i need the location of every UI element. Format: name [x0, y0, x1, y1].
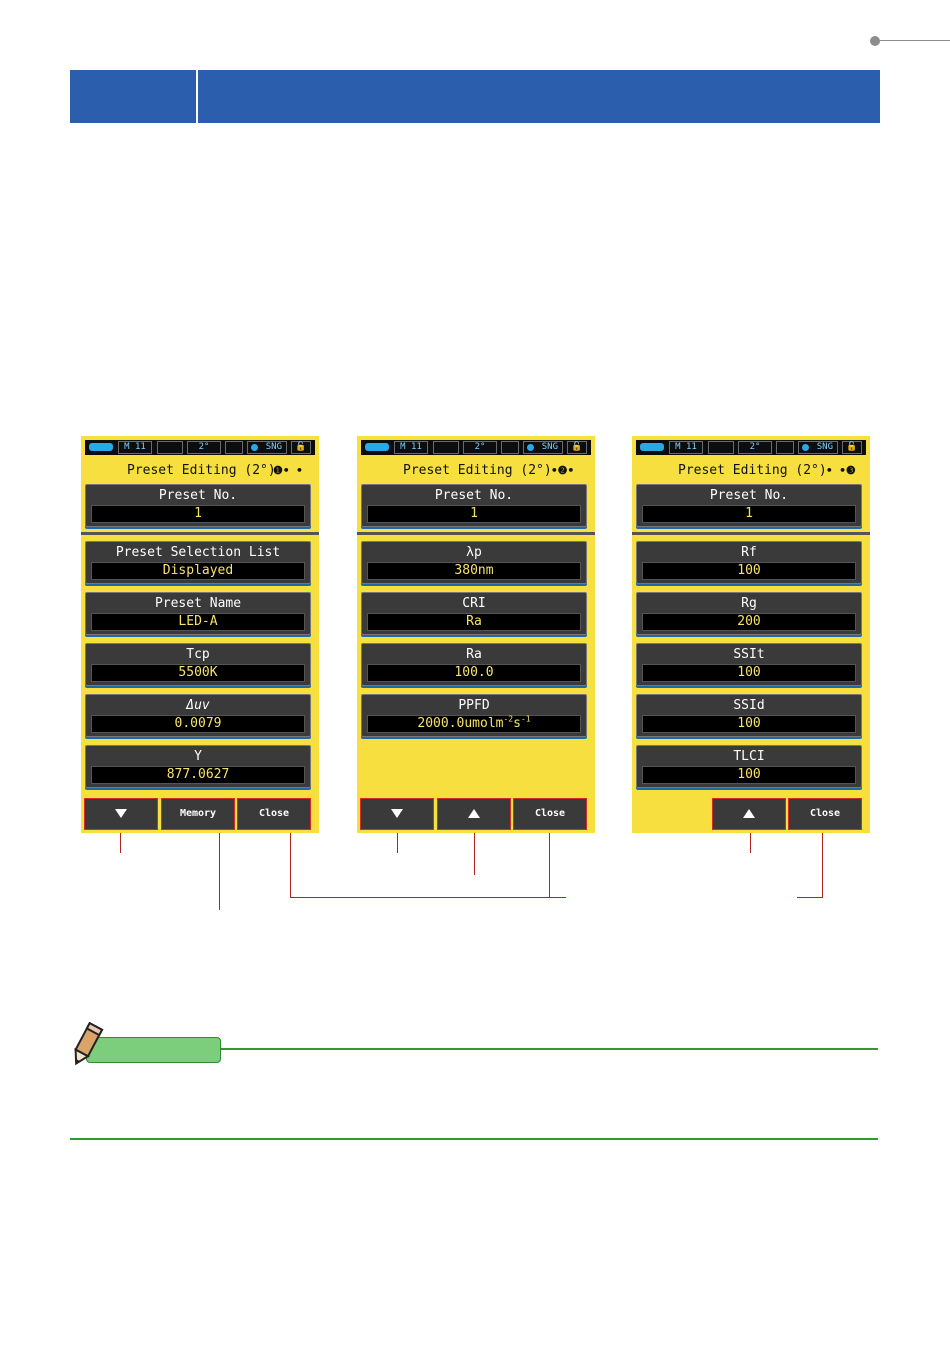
field-rg[interactable]: Rg 200 [636, 592, 862, 635]
section-header-tab [70, 70, 198, 123]
viewing-angle-indicator: 2° [463, 441, 497, 454]
field-peak-wavelength[interactable]: λp 380nm [361, 541, 587, 584]
pencil-memo-icon [74, 1022, 104, 1066]
field-duv[interactable]: Δuv 0.0079 [85, 694, 311, 737]
page-indicator: •❷• [551, 464, 575, 477]
status-bar: M 11 2° SNG 🔓 [85, 440, 315, 455]
callout-up-3 [750, 833, 751, 853]
close-button[interactable]: Close [788, 798, 862, 830]
field-preset-no[interactable]: Preset No. 1 [85, 484, 311, 527]
field-tcp[interactable]: Tcp 5500K [85, 643, 311, 686]
battery-icon [640, 443, 664, 451]
field-ssit[interactable]: SSIt 100 [636, 643, 862, 686]
mode-indicator: M 11 [118, 441, 152, 454]
callout-down-2 [397, 833, 398, 853]
page-indicator: • •❸ [826, 464, 856, 477]
screen-title: Preset Editing (2°) • •❸ [678, 463, 856, 478]
up-button[interactable] [712, 798, 786, 830]
up-arrow-icon [468, 808, 480, 818]
memo-tag [86, 1037, 221, 1063]
callout-close-2 [549, 833, 550, 898]
battery-icon [365, 443, 389, 451]
field-preset-name[interactable]: Preset Name LED-A [85, 592, 311, 635]
callout-close-3 [822, 833, 823, 898]
up-arrow-icon [743, 808, 755, 818]
lock-icon: 🔓 [291, 441, 311, 454]
mode-indicator: M 11 [669, 441, 703, 454]
measure-mode-indicator: SNG [798, 441, 838, 454]
status-bar: M 11 2° SNG 🔓 [636, 440, 866, 455]
close-button[interactable]: Close [237, 798, 311, 830]
divider [357, 532, 595, 535]
page-indicator: ❶• • [273, 464, 303, 477]
field-ppfd[interactable]: PPFD 2000.0umolm-2s-1 [361, 694, 587, 737]
mode-indicator: M 11 [394, 441, 428, 454]
field-ra[interactable]: Ra 100.0 [361, 643, 587, 686]
callout-memory [219, 833, 220, 910]
screen-title: Preset Editing (2°) ❶• • [127, 463, 303, 478]
field-preset-selection-list[interactable]: Preset Selection List Displayed [85, 541, 311, 584]
device-screen-page-1: M 11 2° SNG 🔓 Preset Editing (2°) ❶• • P… [81, 436, 319, 833]
memo-bottom-rule [70, 1138, 878, 1140]
lock-icon: 🔓 [567, 441, 587, 454]
viewing-angle-indicator: 2° [738, 441, 772, 454]
field-rf[interactable]: Rf 100 [636, 541, 862, 584]
down-button[interactable] [84, 798, 158, 830]
battery-icon [89, 443, 113, 451]
section-header-bar [70, 70, 880, 123]
down-arrow-icon [391, 808, 403, 818]
close-button[interactable]: Close [513, 798, 587, 830]
measure-mode-indicator: SNG [523, 441, 563, 454]
page-marker-dot [870, 36, 880, 46]
lock-icon: 🔓 [842, 441, 862, 454]
memory-button[interactable]: Memory [161, 798, 235, 830]
divider [81, 532, 319, 535]
down-arrow-icon [115, 808, 127, 818]
field-tlci[interactable]: TLCI 100 [636, 745, 862, 788]
callout-up-2 [474, 833, 475, 875]
memo-line [221, 1048, 878, 1050]
field-preset-no[interactable]: Preset No. 1 [636, 484, 862, 527]
field-ssid[interactable]: SSId 100 [636, 694, 862, 737]
down-button[interactable] [360, 798, 434, 830]
up-button[interactable] [437, 798, 511, 830]
screen-title: Preset Editing (2°) •❷• [403, 463, 575, 478]
callout-close-3-connector [797, 897, 823, 898]
field-y[interactable]: Y 877.0627 [85, 745, 311, 788]
device-screen-page-2: M 11 2° SNG 🔓 Preset Editing (2°) •❷• Pr… [357, 436, 595, 833]
divider [632, 532, 870, 535]
callout-close-1 [290, 833, 291, 898]
status-bar: M 11 2° SNG 🔓 [361, 440, 591, 455]
callout-down-1 [120, 833, 121, 853]
callout-close-connector [290, 897, 566, 898]
viewing-angle-indicator: 2° [187, 441, 221, 454]
field-cri[interactable]: CRI Ra [361, 592, 587, 635]
field-preset-no[interactable]: Preset No. 1 [361, 484, 587, 527]
measure-mode-indicator: SNG [247, 441, 287, 454]
page-marker-line [878, 40, 950, 41]
device-screen-page-3: M 11 2° SNG 🔓 Preset Editing (2°) • •❸ P… [632, 436, 870, 833]
